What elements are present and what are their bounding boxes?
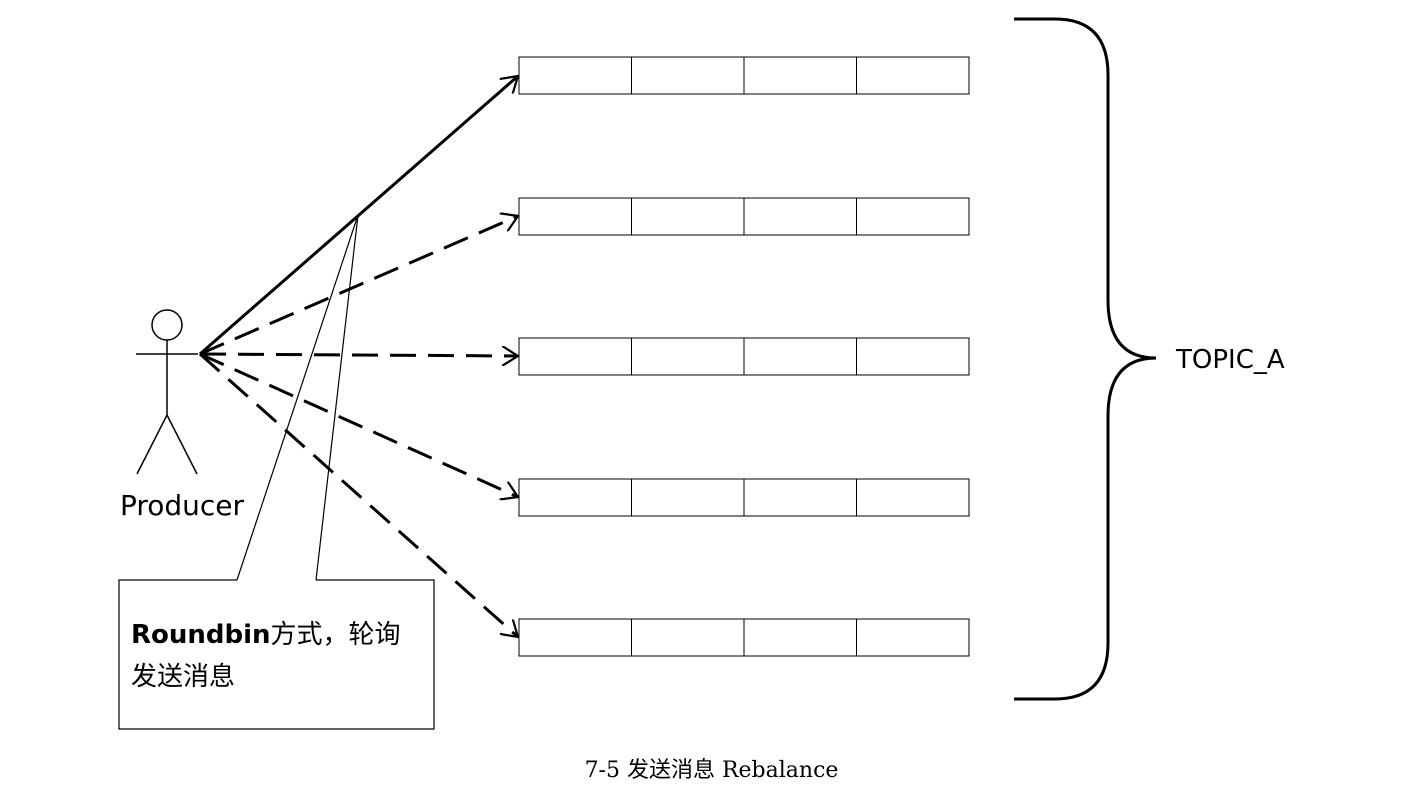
queue-cell — [856, 337, 970, 376]
queue-cell — [631, 618, 745, 657]
topic-label: TOPIC_A — [1175, 345, 1285, 375]
note-text-line2: 发送消息 — [131, 662, 236, 692]
queue-cell — [743, 478, 857, 517]
solid-arrow-queue-1 — [199, 76, 518, 356]
roundbin-callout — [118, 214, 435, 730]
producer-actor-icon — [136, 309, 198, 475]
queue-cell — [518, 337, 632, 376]
queue-cell — [631, 56, 745, 95]
queue-cell — [743, 337, 857, 376]
queue-cell — [518, 618, 632, 657]
queue-cell — [631, 478, 745, 517]
roundbin-note: Roundbin方式，轮询 发送消息 — [131, 614, 431, 698]
queue-cell — [518, 197, 632, 236]
dashed-arrow-queue-3 — [199, 354, 518, 356]
queue-cell — [856, 618, 970, 657]
queue-cell — [631, 337, 745, 376]
dashed-arrow-queue-5 — [199, 352, 518, 637]
queue-row — [518, 618, 970, 657]
queue-cell — [743, 56, 857, 95]
send-arrows — [199, 76, 518, 637]
queue-cell — [856, 478, 970, 517]
queue-cell — [856, 56, 970, 95]
topic-brace — [1014, 17, 1157, 701]
queue-cell — [856, 197, 970, 236]
figure-caption: 7-5 发送消息 Rebalance — [584, 758, 839, 783]
note-text-line1: 方式，轮询 — [270, 620, 401, 650]
topic-queues — [518, 56, 970, 657]
queue-row — [518, 197, 970, 236]
dashed-arrow-queue-4 — [199, 352, 518, 497]
queue-cell — [631, 197, 745, 236]
dashed-arrow-queue-2 — [199, 216, 518, 356]
queue-row — [518, 478, 970, 517]
queue-cell — [518, 478, 632, 517]
queue-row — [518, 56, 970, 95]
queue-cell — [743, 197, 857, 236]
queue-cell — [518, 56, 632, 95]
queue-row — [518, 337, 970, 376]
note-bold-text: Roundbin — [131, 620, 271, 650]
producer-label: Producer — [120, 489, 245, 522]
queue-cell — [743, 618, 857, 657]
